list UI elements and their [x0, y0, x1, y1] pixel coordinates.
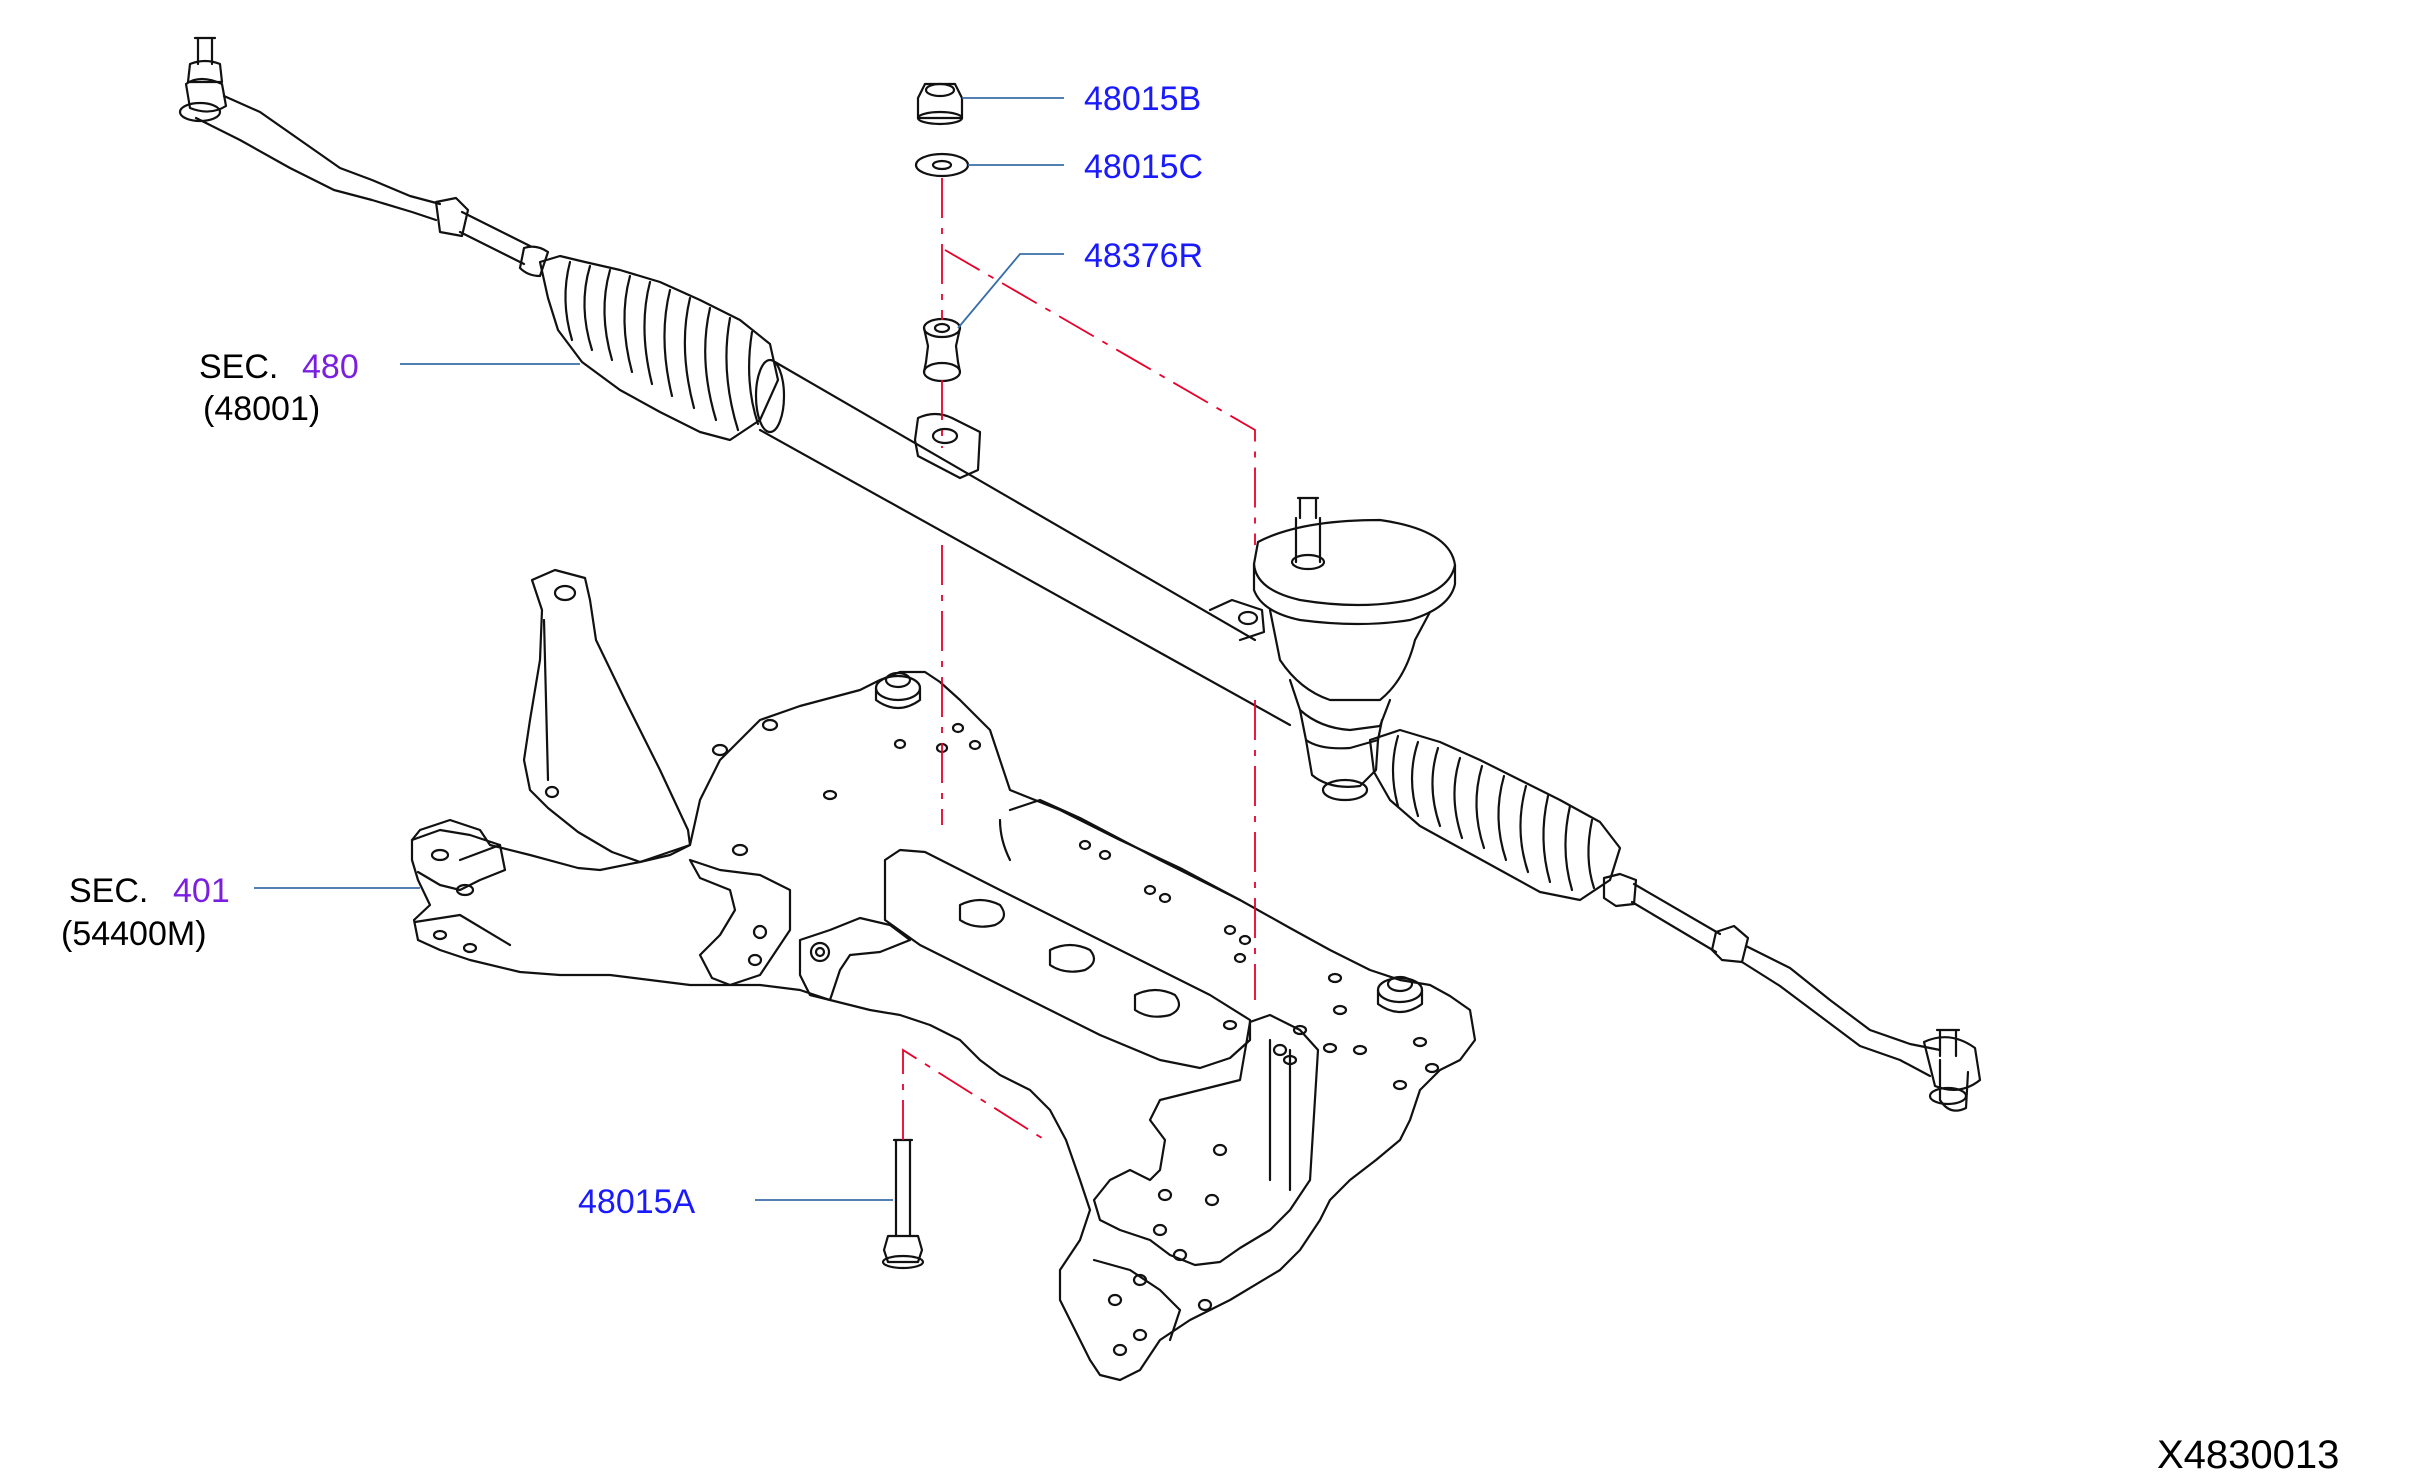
boot-left: [538, 254, 780, 442]
boot-right: [1368, 728, 1622, 902]
part-label-48015C[interactable]: 48015C: [1084, 148, 1204, 186]
assembly-centerlines: [902, 178, 1256, 1141]
part-label-48015A[interactable]: 48015A: [578, 1183, 696, 1221]
rack-mount-bracket: [913, 412, 982, 480]
tie-rod-end-left: [178, 36, 442, 222]
section-ref-480-link[interactable]: 480: [302, 348, 359, 386]
section-ref-prefix: SEC.: [69, 872, 149, 910]
section-ref-prefix: SEC.: [199, 348, 279, 386]
bolt-48015A: [881, 1138, 925, 1270]
section-ref-code: (48001): [203, 390, 321, 428]
steering-gear-assembly: [178, 36, 1982, 1112]
section-ref-401-link[interactable]: 401: [173, 872, 230, 910]
tie-rod-end-right: [1630, 882, 1982, 1112]
nut-48015B: [916, 82, 964, 126]
washer-48015C: [914, 152, 970, 178]
section-ref-code: (54400M): [61, 915, 207, 953]
leader-lines: [254, 97, 1064, 1201]
figure-id: X4830013: [2157, 1433, 2340, 1477]
front-suspension-member: [410, 568, 1477, 1382]
part-label-48015B[interactable]: 48015B: [1084, 80, 1202, 118]
pinion-housing: [1252, 496, 1457, 802]
part-label-48376R[interactable]: 48376R: [1084, 237, 1204, 275]
bushing-48376R: [922, 317, 962, 383]
